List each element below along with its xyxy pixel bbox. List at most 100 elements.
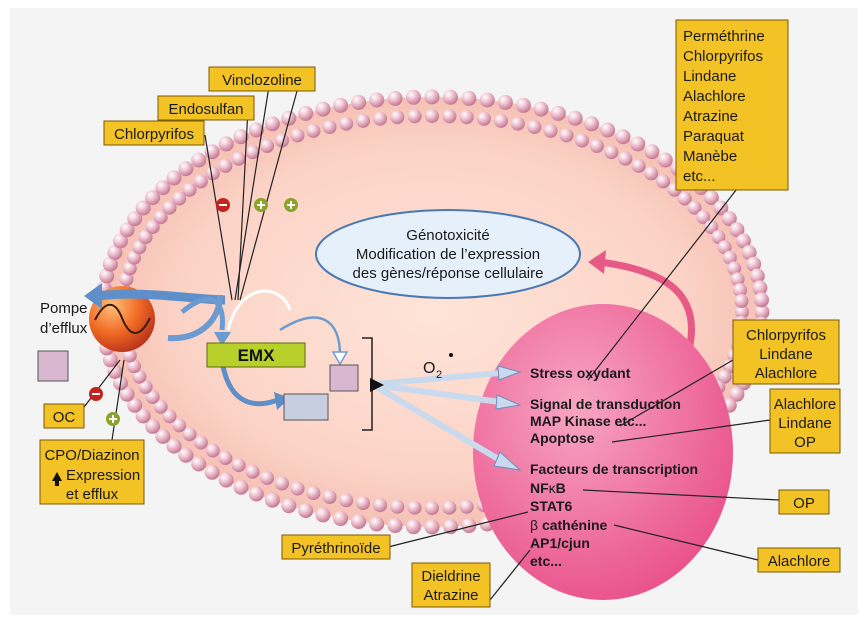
membrane-bead (543, 123, 558, 138)
membrane-bead (122, 348, 137, 363)
oc-box: OC (43, 403, 85, 429)
nucleus-etc: etc... (530, 553, 562, 569)
membrane-bead (550, 105, 566, 121)
nfkb: NFκB (530, 480, 566, 496)
nucleus (473, 304, 733, 600)
membrane-bead (260, 471, 275, 485)
membrane-bead (717, 369, 732, 384)
membrane-bead (155, 428, 171, 444)
emx-to-metabolite-head (331, 351, 349, 366)
membrane-bead (424, 89, 440, 105)
membrane-bead (510, 116, 525, 131)
membrane-bead (425, 501, 439, 515)
svg-text:OC: OC (53, 409, 76, 426)
membrane-bead (166, 170, 182, 186)
membrane-bead (459, 499, 474, 514)
arrow-to-stress (374, 370, 501, 387)
membrane-bead (260, 139, 275, 153)
membrane-bead (231, 151, 246, 166)
membrane-bead (245, 464, 260, 479)
endosulfan-line (237, 107, 249, 301)
membrane-bead (461, 90, 477, 106)
svg-text:OP: OP (793, 495, 815, 512)
genotox-line3: des gènes/réponse cellulaire (353, 265, 544, 282)
membrane-bead (387, 90, 403, 106)
membrane-bead (162, 409, 177, 424)
membrane-bead (145, 220, 160, 234)
vinclozoline-line (234, 79, 271, 301)
membrane-bead (351, 94, 367, 110)
svg-text:Chlorpyrifos: Chlorpyrifos (746, 327, 826, 344)
membrane-bead (119, 386, 135, 402)
membrane-bead (233, 129, 249, 145)
membrane-bead (162, 200, 177, 215)
membrane-bead (153, 210, 168, 225)
membrane-bead (166, 438, 182, 454)
membrane-bead (476, 111, 491, 126)
emx-to-metabolite-arrow (279, 316, 342, 356)
chlorpyrifos-right-box: Chlorpyrifos Lindane Alachlore (732, 319, 840, 385)
membrane-bead (102, 256, 118, 272)
emx-loop-arrow (226, 289, 292, 331)
membrane-bead (656, 174, 671, 189)
arrow-to-signal-head (495, 394, 522, 410)
membrane-bead (204, 464, 220, 480)
influx-arrow-to-emx (180, 296, 225, 331)
membrane-bead (182, 182, 197, 197)
svg-text:Vinclozoline: Vinclozoline (222, 72, 302, 89)
membrane-bead (575, 133, 589, 148)
membrane-bead (248, 486, 264, 502)
membrane-bead (356, 496, 370, 511)
membrane-bead (351, 514, 367, 530)
membrane-bead (711, 230, 726, 244)
ap1-cjun: AP1/cjun (530, 535, 590, 551)
efflux-pump-wave (94, 303, 151, 334)
membrane-bead (584, 116, 600, 132)
chlorpyrifos-right-line (619, 359, 734, 427)
stat6: STAT6 (530, 498, 572, 514)
membrane-bead (333, 97, 349, 113)
membrane-bead (119, 222, 135, 238)
signal-transduction: Signal de transduction (530, 396, 681, 412)
membrane-bead (178, 161, 194, 177)
membrane-bead (290, 128, 305, 143)
svg-text:Atrazine: Atrazine (683, 108, 738, 125)
membrane-bead (339, 493, 354, 508)
svg-text:etc...: etc... (683, 168, 716, 185)
membrane-bead (306, 123, 321, 138)
membrane-bead (127, 211, 143, 227)
membrane-bead (135, 200, 151, 216)
membrane-bead (138, 380, 153, 394)
membrane-bead (132, 369, 147, 384)
map-kinase: MAP Kinase etc... (530, 413, 646, 429)
substrate-square (37, 350, 69, 382)
svg-text:Dieldrine: Dieldrine (421, 568, 480, 585)
op-right-box: OP (778, 489, 830, 515)
membrane-bead (231, 458, 246, 473)
top-right-box-line (587, 184, 741, 381)
emx-box: EMX (206, 342, 306, 368)
membrane-bead (113, 233, 128, 249)
membrane-bead (275, 476, 289, 491)
membrane-bead (494, 113, 508, 128)
membrane-bead (730, 272, 745, 287)
arrow-to-signal (374, 382, 501, 405)
membrane-bead (390, 499, 405, 514)
membrane-bead (515, 97, 531, 113)
membrane-bead (369, 92, 385, 108)
membrane-bead (138, 230, 153, 244)
svg-text:Atrazine: Atrazine (423, 587, 478, 604)
membrane-bead (218, 451, 233, 466)
membrane-bead (461, 518, 477, 534)
plus-circle-icon (284, 198, 298, 212)
membrane-bead (233, 479, 249, 495)
membrane-bead (369, 516, 385, 532)
membrane-bead (527, 120, 542, 134)
membrane-bead (459, 110, 474, 125)
membrane-bead (406, 519, 421, 535)
membrane-bead (315, 507, 331, 523)
membrane-bead (425, 109, 439, 123)
membrane-bead (687, 200, 702, 215)
genotoxicity-ellipse (315, 209, 581, 299)
svg-text:Endosulfan: Endosulfan (168, 101, 243, 118)
